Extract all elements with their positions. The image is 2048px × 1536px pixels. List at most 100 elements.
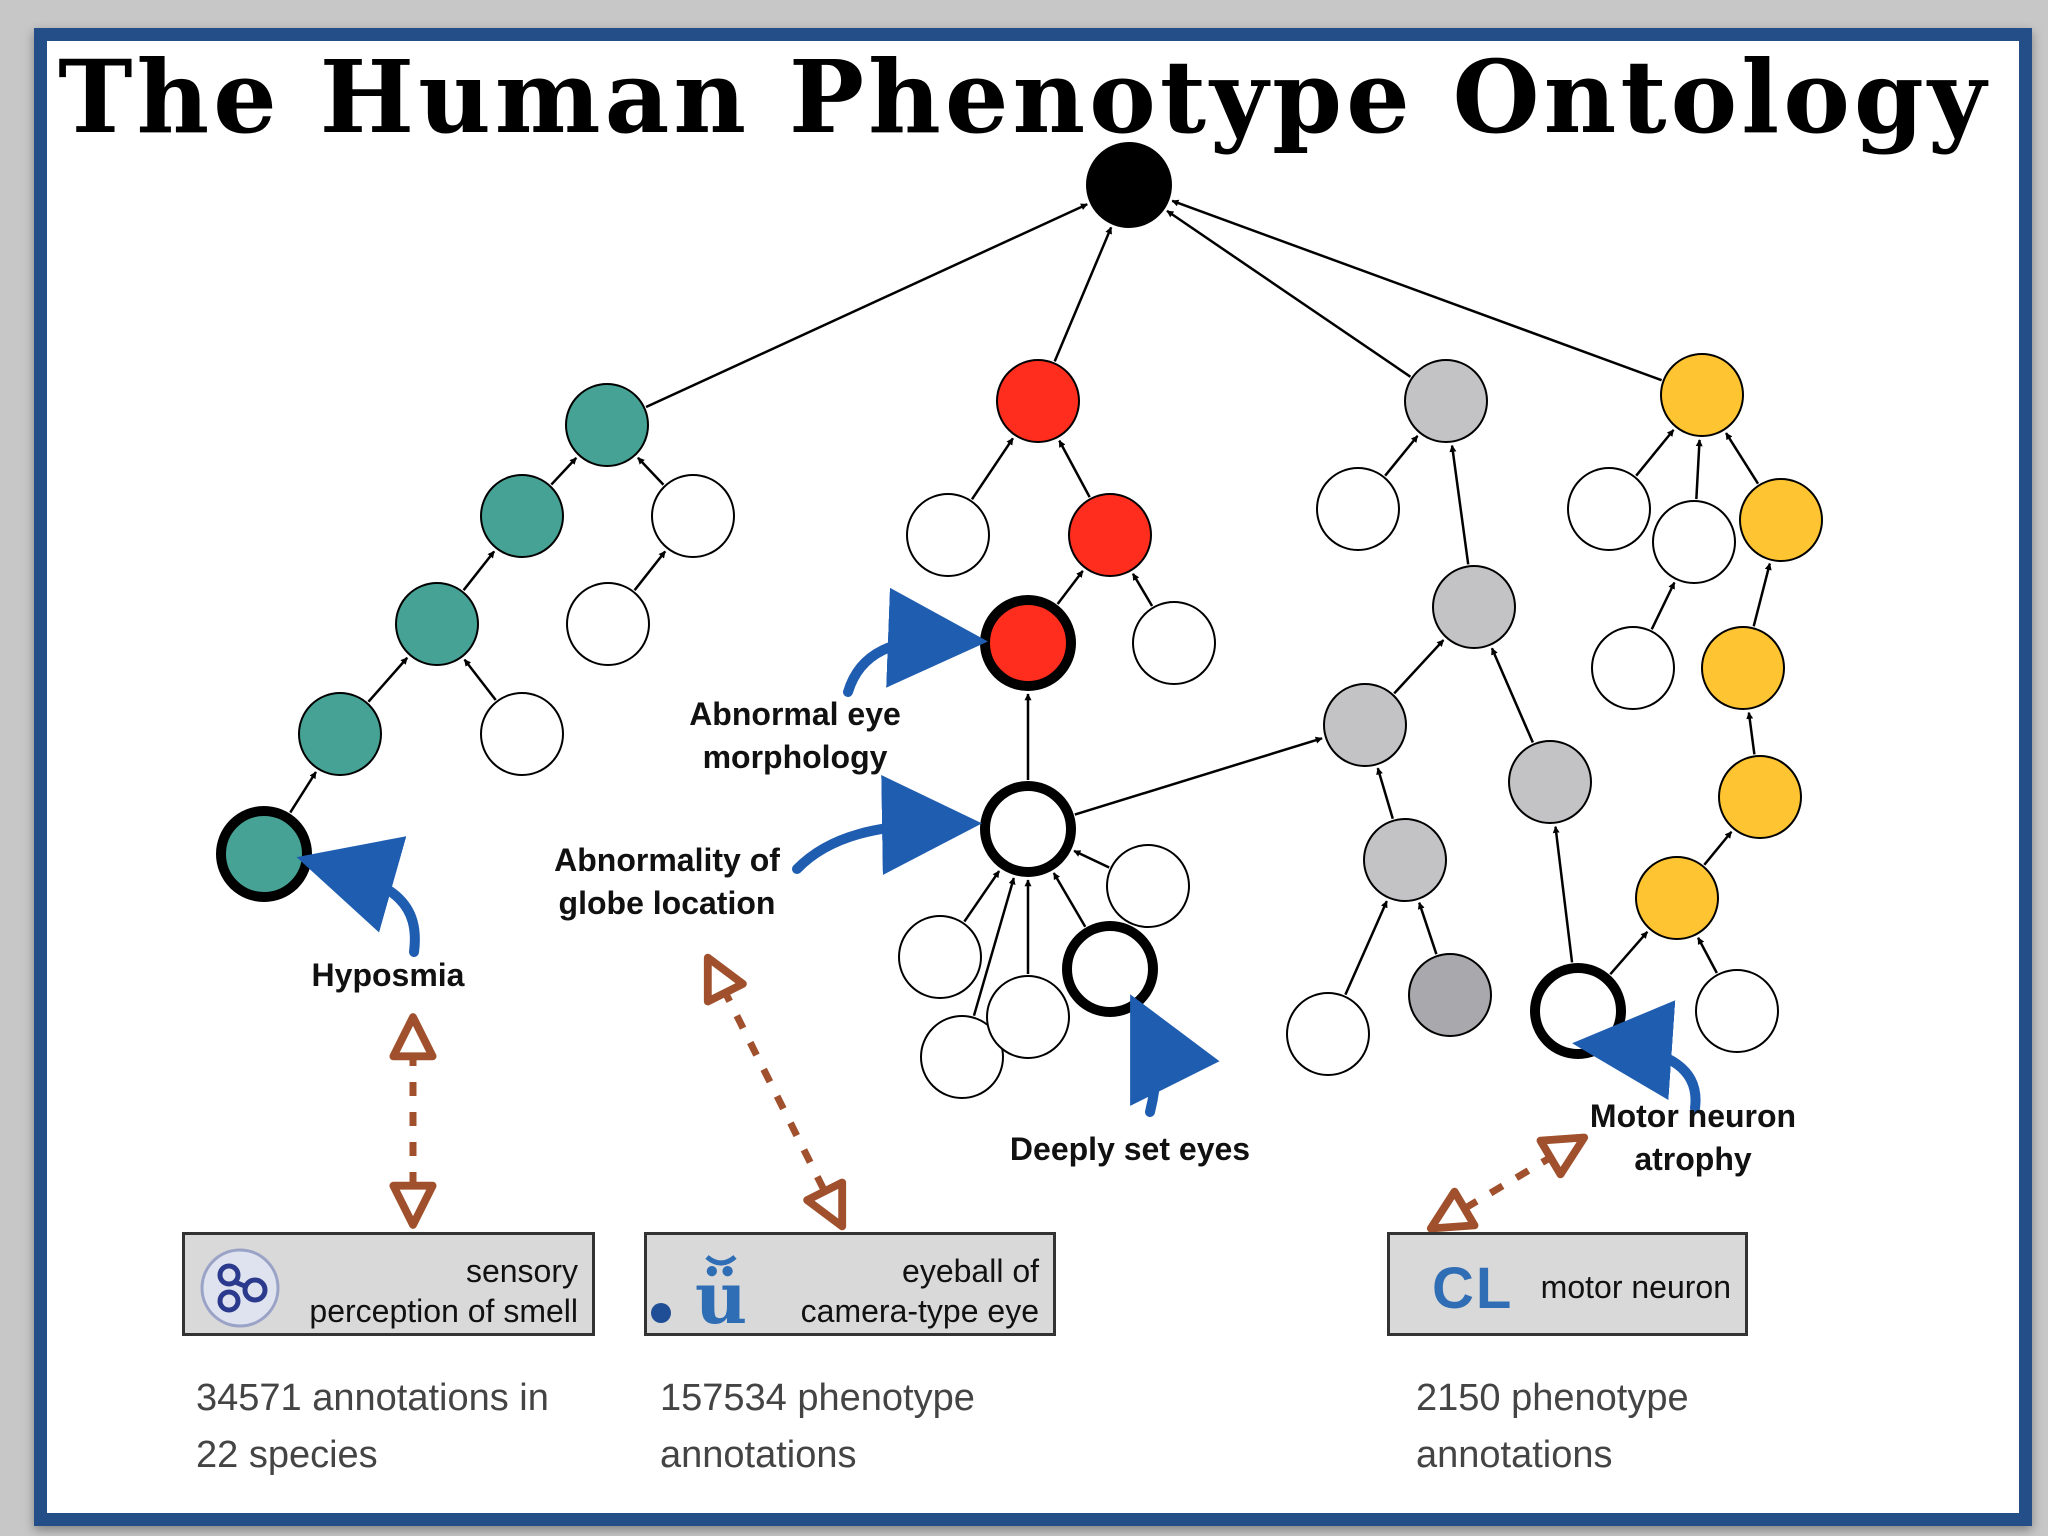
ontology-node-y1 xyxy=(1660,353,1744,437)
uberon-term-line1: eyeball of xyxy=(902,1253,1039,1289)
go-stats-line1: 34571 annotations in xyxy=(196,1377,549,1419)
cl-stats-line1: 2150 phenotype xyxy=(1416,1377,1689,1419)
ontology-node-yw3 xyxy=(1591,626,1675,710)
cl-logo-icon: CL xyxy=(1432,1256,1514,1321)
ontology-node-aw1 xyxy=(898,915,982,999)
label-abnormal-eye-line2: morphology xyxy=(703,739,888,775)
ontology-node-t1 xyxy=(565,383,649,467)
is-a-edge-y1-to-root xyxy=(1171,199,1663,382)
is-a-edge-tw2-to-tw1 xyxy=(633,550,667,591)
is-a-edge-tw3-to-t3 xyxy=(463,658,497,701)
ontology-node-r1 xyxy=(996,359,1080,443)
ontology-node-rw1 xyxy=(906,493,990,577)
is-a-edge-g3-to-g2 xyxy=(1393,639,1445,695)
is-a-edge-yw4-to-y5 xyxy=(1696,937,1718,974)
is-a-edge-mna-to-g4 xyxy=(1552,825,1574,963)
uberon-annotation-stats: 157534 phenotype annotations xyxy=(660,1370,975,1484)
go-term-line1: sensory xyxy=(465,1253,578,1289)
is-a-edge-t3-to-t2 xyxy=(462,550,496,591)
cl-term-box: CL motor neuron xyxy=(1387,1232,1748,1336)
is-a-edge-ds-to-ag xyxy=(1052,872,1087,928)
is-a-edge-y2-to-y1 xyxy=(1724,432,1760,485)
ontology-node-g5 xyxy=(1363,818,1447,902)
is-a-edge-t2-to-t1 xyxy=(550,457,578,486)
ontology-node-aw2 xyxy=(920,1015,1004,1099)
ontology-node-yw2 xyxy=(1652,500,1736,584)
is-a-edge-rw2-to-r2 xyxy=(1131,573,1154,607)
uberon-logo-icon: ü xyxy=(651,1255,747,1333)
label-motor-neuron-line2: atrophy xyxy=(1634,1141,1752,1177)
is-a-edge-gw2-to-g5 xyxy=(1344,900,1388,996)
ontology-node-root xyxy=(1086,142,1172,228)
label-abnormal-eye-line1: Abnormal eye xyxy=(689,696,901,732)
hyposmia-pointer-arrow xyxy=(296,836,420,957)
is-a-edge-g6-to-g5 xyxy=(1417,902,1438,955)
globe-location-pointer-arrow xyxy=(792,774,982,875)
is-a-edge-mna-to-y5 xyxy=(1609,931,1649,975)
ontology-node-r2 xyxy=(1068,493,1152,577)
ontology-node-y3 xyxy=(1701,626,1785,710)
ontology-node-t2 xyxy=(480,474,564,558)
motor-neuron-mapping-arrow xyxy=(1426,1133,1589,1233)
is-a-edge-t1-to-root xyxy=(645,203,1088,409)
is-a-edge-r3-to-r2 xyxy=(1056,570,1084,605)
node-labels: Hyposmia Abnormal eye morphology Abnorma… xyxy=(312,696,1797,1177)
label-deeply-set-eyes: Deeply set eyes xyxy=(1010,1131,1250,1167)
is-a-edge-t5-to-t4 xyxy=(289,771,317,814)
go-annotation-stats: 34571 annotations in 22 species xyxy=(196,1370,549,1484)
uberon-stats-line1: 157534 phenotype xyxy=(660,1377,975,1419)
ontology-node-tw3 xyxy=(480,692,564,776)
ontology-node-yw1 xyxy=(1567,467,1651,551)
ontology-node-yw4 xyxy=(1695,969,1779,1053)
ontology-node-gw1 xyxy=(1316,467,1400,551)
is-a-edge-g4-to-g2 xyxy=(1490,647,1535,744)
cl-term-text: motor neuron xyxy=(1541,1267,1731,1307)
ontology-node-tw1 xyxy=(651,474,735,558)
is-a-edge-y3-to-y2 xyxy=(1752,562,1772,627)
ontology-node-rw2 xyxy=(1132,601,1216,685)
is-a-edge-yw1-to-y1 xyxy=(1635,429,1675,477)
ontology-node-g3 xyxy=(1323,683,1407,767)
cl-term-line1: motor neuron xyxy=(1540,1269,1731,1305)
deeply-set-eyes-pointer-arrow xyxy=(1130,994,1220,1117)
is-a-edge-g5-to-g3 xyxy=(1376,767,1394,820)
is-a-edge-y5-to-y4 xyxy=(1703,830,1733,866)
page-title: The Human Phenotype Ontology xyxy=(58,38,1990,156)
uberon-term-text: eyeball of camera-type eye xyxy=(801,1251,1039,1331)
is-a-edge-g1-to-root xyxy=(1166,209,1412,378)
go-stats-line2: 22 species xyxy=(196,1434,378,1476)
ontology-node-g4 xyxy=(1508,740,1592,824)
ontology-node-tw2 xyxy=(566,582,650,666)
is-a-edge-y4-to-y3 xyxy=(1746,711,1756,755)
ontology-node-y2 xyxy=(1739,478,1823,562)
motor-neuron-pointer-arrow xyxy=(1572,1000,1701,1113)
is-a-edge-ag-to-g3 xyxy=(1074,736,1323,816)
uberon-stats-line2: annotations xyxy=(660,1434,857,1476)
ontology-node-t5 xyxy=(216,806,312,902)
ontology-nodes xyxy=(216,142,1823,1099)
is-a-edge-r1-to-root xyxy=(1053,226,1113,362)
label-globe-location-line1: Abnormality of xyxy=(554,842,780,878)
abnormal-eye-pointer-arrow xyxy=(843,587,988,697)
is-a-edge-aw2-to-ag xyxy=(972,877,1016,1017)
ontology-node-g2 xyxy=(1432,565,1516,649)
is-a-edge-rw1-to-r1 xyxy=(970,437,1014,501)
is-a-edge-aw4-to-ag xyxy=(1073,849,1110,869)
label-globe-location-line2: globe location xyxy=(559,885,776,921)
go-term-text: sensory perception of smell xyxy=(309,1251,578,1331)
ontology-node-r3 xyxy=(980,595,1076,691)
label-hyposmia: Hyposmia xyxy=(312,957,465,993)
is-a-edge-t4-to-t3 xyxy=(367,656,409,703)
globe-location-mapping-arrow xyxy=(703,953,847,1231)
go-term-line2: perception of smell xyxy=(309,1293,578,1329)
is-a-edge-g2-to-g1 xyxy=(1449,444,1470,565)
ontology-node-g1 xyxy=(1404,359,1488,443)
ontology-node-mna xyxy=(1530,963,1626,1059)
cl-annotation-stats: 2150 phenotype annotations xyxy=(1416,1370,1689,1484)
ontology-node-g6 xyxy=(1408,953,1492,1037)
ontology-edges xyxy=(289,199,1772,1017)
ontology-node-aw4 xyxy=(1106,844,1190,928)
svg-text:ü: ü xyxy=(695,1255,747,1333)
go-term-box: sensory perception of smell xyxy=(182,1232,595,1336)
